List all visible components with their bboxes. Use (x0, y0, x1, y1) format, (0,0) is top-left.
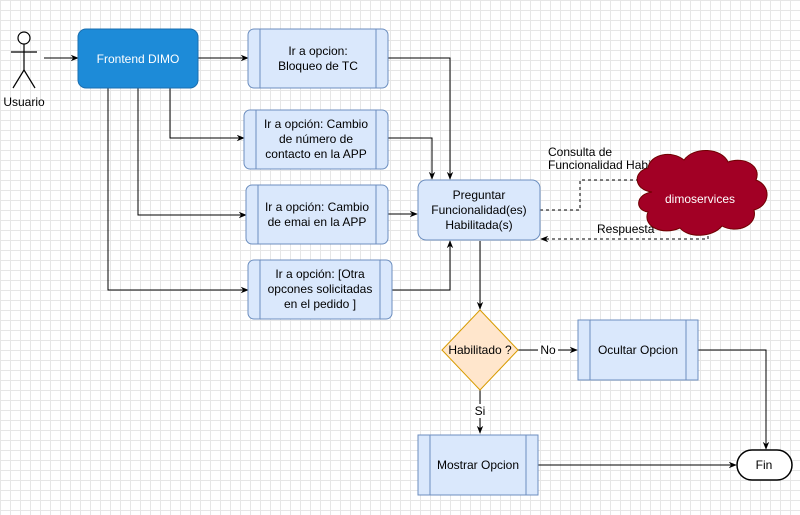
edge-bloqueo-preguntar (388, 57, 454, 180)
cambio-numero-label-1: Ir a opción: Cambio (264, 117, 368, 131)
otras-opciones-label-2: opcones solicitadas (268, 282, 373, 296)
actor-label: Usuario (3, 95, 45, 109)
edge-otras-preguntar (392, 240, 454, 291)
cambio-numero-label-2: de número de (279, 132, 353, 146)
edge-label-respuesta: Respuesta (597, 222, 655, 236)
cambio-numero-node[interactable]: Ir a opción: Cambio de número de contact… (243, 109, 389, 170)
edge-ocultar-fin (698, 349, 770, 450)
bloqueo-tc-label-2: Bloqueo de TC (278, 59, 358, 73)
mostrar-opcion-node[interactable]: Mostrar Opcion (417, 434, 539, 496)
cambio-numero-label-3: contacto en la APP (265, 147, 366, 161)
actor-head (17, 31, 31, 45)
preguntar-node[interactable]: Preguntar Funcionalidad(es) Habilitada(s… (417, 179, 541, 241)
otras-opciones-node[interactable]: Ir a opción: [Otra opcones solicitadas e… (247, 259, 393, 320)
edges (44, 54, 770, 469)
bloqueo-tc-node[interactable]: Ir a opcion: Bloqueo de TC (247, 28, 389, 89)
otras-opciones-label-3: en el pedido ] (284, 297, 356, 311)
otras-opciones-label-1: Ir a opción: [Otra (275, 267, 365, 281)
cambio-email-node[interactable]: Ir a opción: Cambio de emai en la APP (245, 184, 389, 245)
dimoservices-cloud[interactable]: dimoservices (636, 150, 768, 236)
edge-frontend-cambio-numero (169, 88, 245, 142)
cambio-email-label-2: de emai en la APP (268, 215, 367, 229)
bloqueo-tc-label-1: Ir a opcion: (288, 44, 347, 58)
frontend-dimo-node[interactable]: Frontend DIMO (77, 28, 199, 89)
edge-cambio-numero-preguntar (388, 137, 436, 180)
preguntar-label-2: Funcionalidad(es) (431, 203, 526, 217)
edge-label-consulta-line1: Consulta de (548, 145, 612, 159)
mostrar-opcion-label: Mostrar Opcion (437, 458, 519, 472)
preguntar-label-3: Habilitada(s) (445, 218, 512, 232)
ocultar-opcion-label: Ocultar Opcion (598, 343, 678, 357)
dimoservices-label: dimoservices (665, 192, 735, 206)
edge-label-si: Si (475, 404, 486, 418)
edge-frontend-otras (107, 88, 249, 294)
edge-preguntar-dimoservices (540, 176, 656, 211)
edge-label-no: No (540, 343, 556, 357)
habilitado-decision[interactable]: Habilitado ? (441, 309, 519, 391)
fin-terminator[interactable]: Fin (736, 449, 793, 481)
preguntar-label-1: Preguntar (453, 188, 506, 202)
edge-frontend-cambio-email (137, 88, 247, 219)
usuario-actor[interactable] (11, 31, 37, 89)
habilitado-label: Habilitado ? (448, 343, 512, 357)
frontend-dimo-label: Frontend DIMO (97, 52, 180, 66)
ocultar-opcion-node[interactable]: Ocultar Opcion (577, 319, 699, 381)
cambio-email-label-1: Ir a opción: Cambio (265, 200, 369, 214)
fin-label: Fin (756, 458, 773, 472)
